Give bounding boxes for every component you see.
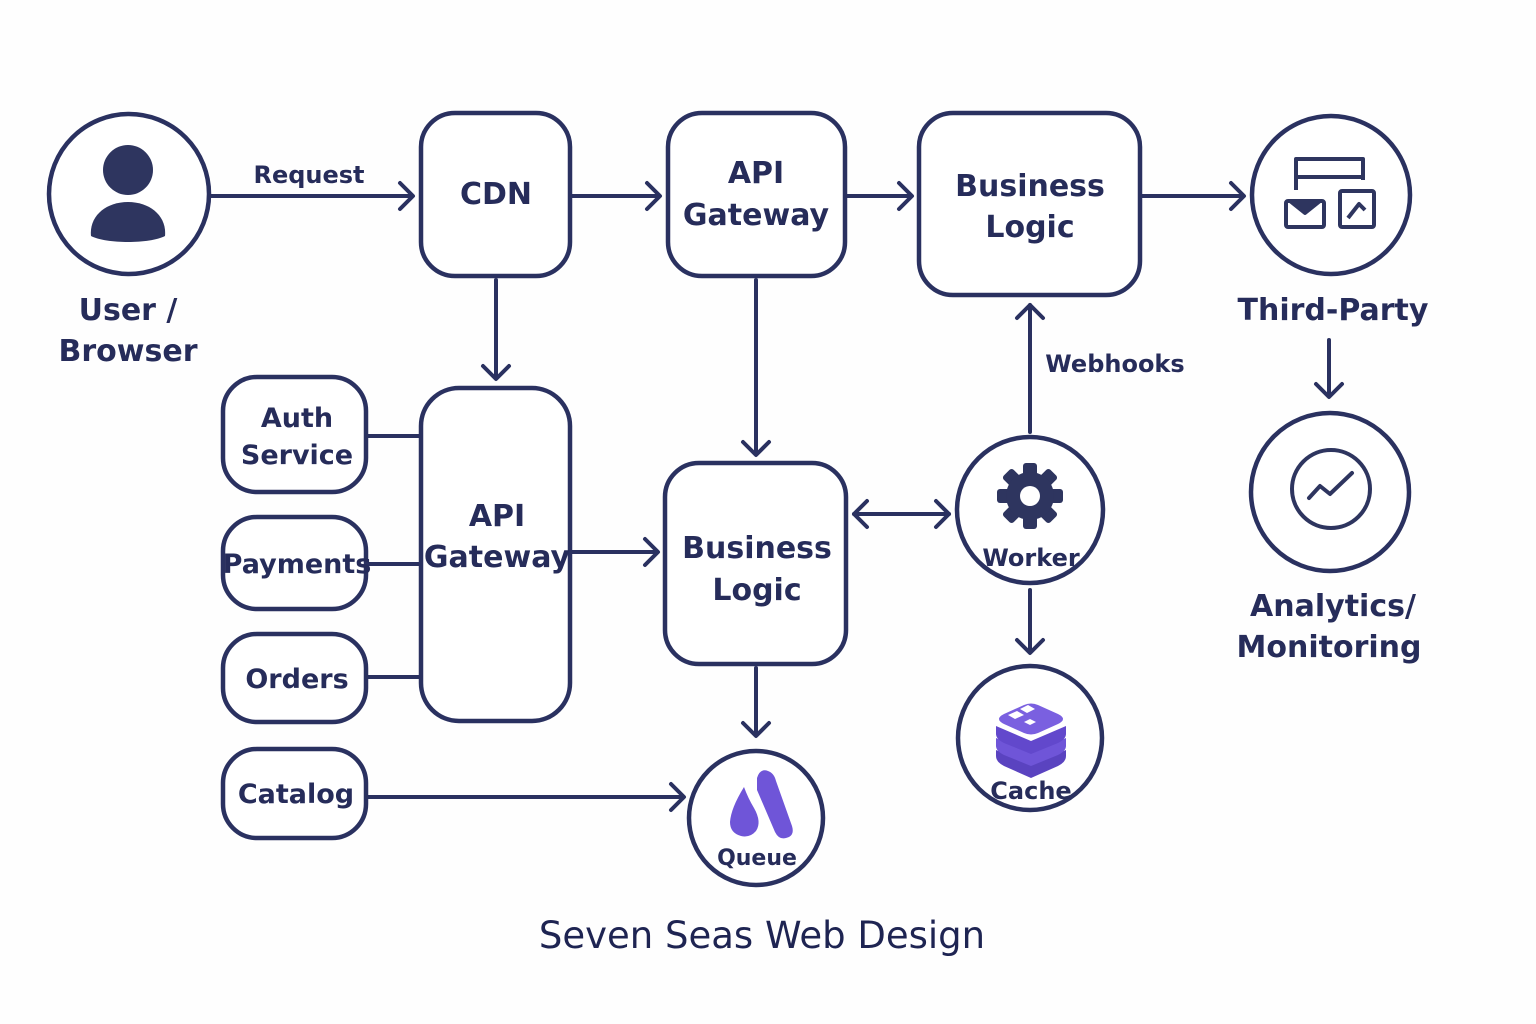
- edge-business-logic-worker-bidirectional: [852, 499, 951, 529]
- edge-label-webhooks: Webhooks: [1045, 350, 1184, 378]
- edge-api-gateway-main-business-logic-main: [569, 537, 660, 567]
- edge-worker-cache: [1015, 588, 1045, 655]
- business-logic-main-box: [662, 460, 849, 667]
- queue-label: Queue: [717, 846, 797, 871]
- node-analytics-monitoring[interactable]: Analytics/ Monitoring: [1237, 410, 1422, 665]
- orders-box: [220, 631, 369, 725]
- edge-user-cdn: [208, 181, 415, 211]
- third-party-label: Third-Party: [1238, 293, 1429, 328]
- api-gateway-top-box: [665, 110, 848, 279]
- api-gateway-main-box: [418, 385, 573, 724]
- node-queue[interactable]: Queue: [686, 748, 826, 888]
- auth-line2: Service: [241, 440, 353, 471]
- analytics-line2: Monitoring: [1237, 630, 1422, 665]
- node-cache[interactable]: Cache: [955, 663, 1105, 813]
- edge-cdn-api-gateway-main: [481, 278, 511, 381]
- cdn-label: CDN: [460, 177, 532, 212]
- queue-logo-icon: [730, 770, 793, 839]
- database-stack-icon: [996, 703, 1066, 778]
- edge-worker-business-logic-top: [1015, 303, 1045, 434]
- api-gateway-top-line1: API: [728, 156, 784, 191]
- node-auth-service[interactable]: Auth Service: [220, 374, 369, 495]
- business-logic-top-line2: Logic: [985, 210, 1074, 245]
- edge-api-gateway-top-business-logic-top: [844, 181, 914, 211]
- orders-label: Orders: [245, 664, 348, 695]
- edges: Request: [208, 161, 1344, 812]
- auth-service-box: [220, 374, 369, 495]
- node-catalog[interactable]: Catalog: [220, 746, 369, 841]
- cache-label: Cache: [990, 777, 1071, 805]
- integrations-icon: [1284, 157, 1376, 229]
- node-api-gateway-top[interactable]: API Gateway: [665, 110, 848, 279]
- worker-label: Worker: [982, 544, 1080, 572]
- payments-label: Payments: [223, 549, 372, 580]
- business-logic-top-box: [916, 110, 1143, 298]
- payments-box: [220, 514, 369, 612]
- edge-cdn-api-gateway-top: [569, 181, 662, 211]
- node-cdn[interactable]: CDN: [418, 110, 573, 279]
- node-orders[interactable]: Orders: [220, 631, 369, 725]
- edge-third-party-analytics: [1314, 338, 1344, 399]
- node-business-logic-main[interactable]: Business Logic: [662, 460, 849, 667]
- api-gateway-main-line1: API: [469, 499, 525, 534]
- edge-label-request: Request: [253, 161, 364, 189]
- edge-business-logic-main-queue: [741, 666, 771, 738]
- edge-catalog-queue: [365, 782, 686, 812]
- node-third-party[interactable]: Third-Party: [1238, 113, 1429, 328]
- user-label-line2: Browser: [59, 334, 198, 369]
- catalog-label: Catalog: [238, 779, 354, 810]
- node-user-browser[interactable]: User / Browser: [46, 111, 212, 369]
- analytics-line1: Analytics/: [1250, 589, 1416, 624]
- user-icon: [90, 145, 166, 242]
- edge-api-gateway-top-business-logic-main: [741, 278, 771, 457]
- node-business-logic-top[interactable]: Business Logic: [916, 110, 1143, 298]
- diagram-title: Seven Seas Web Design: [539, 914, 985, 957]
- user-label-line1: User /: [79, 293, 178, 328]
- node-payments[interactable]: Payments: [220, 514, 372, 612]
- auth-line1: Auth: [261, 403, 333, 434]
- edge-business-logic-top-third-party: [1139, 181, 1246, 211]
- node-api-gateway-main[interactable]: API Gateway: [418, 385, 573, 724]
- cache-circle: [955, 663, 1105, 813]
- third-party-circle: [1249, 113, 1413, 277]
- api-gateway-main-line2: Gateway: [424, 540, 571, 575]
- trend-chart-icon: [1290, 448, 1372, 530]
- business-logic-main-line2: Logic: [712, 573, 801, 608]
- business-logic-main-line1: Business: [682, 531, 832, 566]
- catalog-box: [220, 746, 369, 841]
- api-gateway-top-line2: Gateway: [683, 198, 830, 233]
- business-logic-top-line1: Business: [955, 169, 1105, 204]
- cdn-box: [418, 110, 573, 279]
- node-worker[interactable]: Worker: [954, 434, 1106, 586]
- gear-icon: [997, 463, 1063, 529]
